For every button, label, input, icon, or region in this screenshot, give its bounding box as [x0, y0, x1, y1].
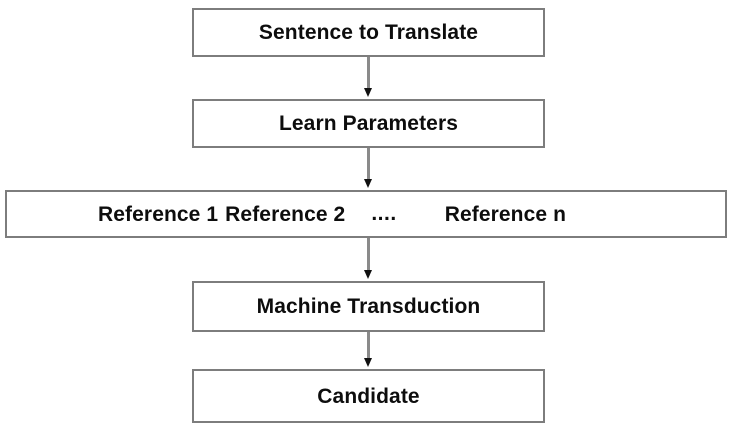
- references-row: Reference 1 Reference 2 .... Reference n: [7, 202, 566, 226]
- arrow-sentence-to-learn: [364, 57, 372, 99]
- arrow-line: [367, 57, 370, 90]
- arrow-references-to-machine: [364, 238, 372, 281]
- arrow-head-icon: [364, 270, 372, 279]
- node-machine-transduction: Machine Transduction: [192, 281, 545, 332]
- node-learn-parameters: Learn Parameters: [192, 99, 545, 148]
- arrow-line: [367, 238, 370, 272]
- node-label: Sentence to Translate: [258, 21, 479, 44]
- reference-second-label: Reference 2: [225, 202, 346, 226]
- reference-last-label: Reference n: [444, 202, 567, 226]
- arrow-head-icon: [364, 88, 372, 97]
- arrow-head-icon: [364, 179, 372, 188]
- arrow-head-icon: [364, 358, 372, 367]
- arrow-line: [367, 332, 370, 360]
- references-ellipsis: ....: [371, 202, 397, 225]
- arrow-learn-to-references: [364, 148, 372, 190]
- node-label: Candidate: [317, 384, 420, 408]
- node-references-band: Reference 1 Reference 2 .... Reference n: [5, 190, 727, 238]
- node-label: Learn Parameters: [278, 112, 459, 135]
- arrow-line: [367, 148, 370, 181]
- node-candidate: Candidate: [192, 369, 545, 423]
- reference-first-label: Reference 1: [98, 202, 219, 226]
- arrow-machine-to-candidate: [364, 332, 372, 369]
- node-sentence-to-translate: Sentence to Translate: [192, 8, 545, 57]
- node-label: Machine Transduction: [256, 295, 481, 318]
